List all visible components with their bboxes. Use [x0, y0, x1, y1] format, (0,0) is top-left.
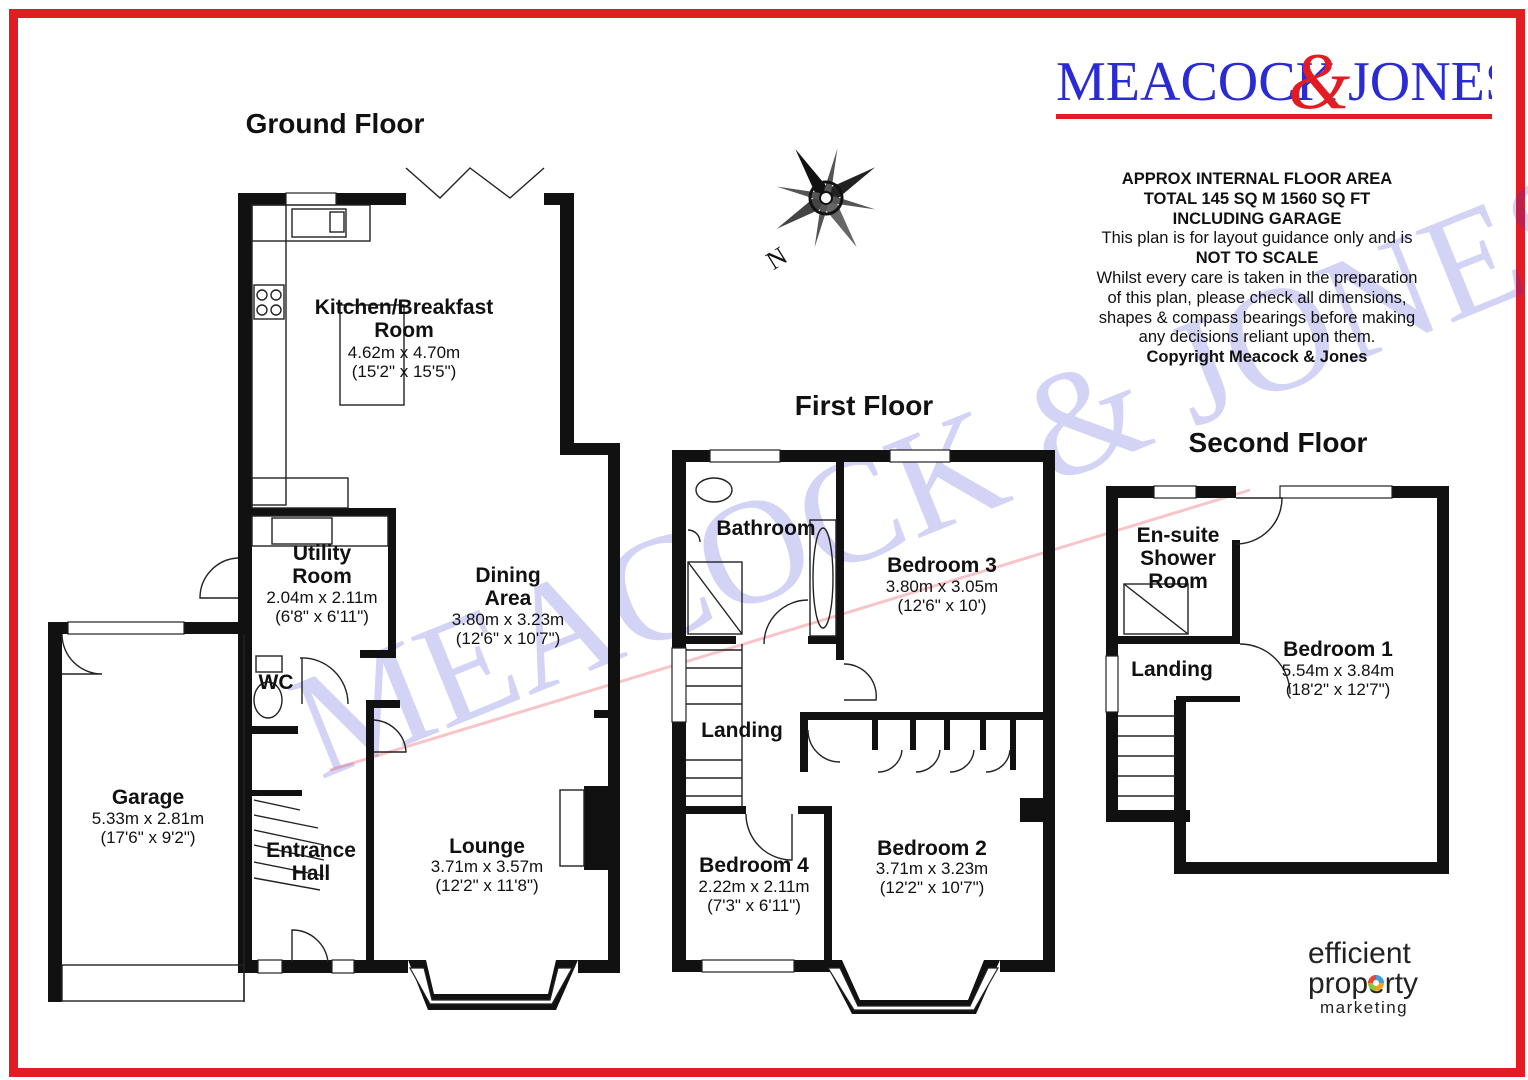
bedroom3-metric: 3.80m x 3.05m — [886, 577, 998, 596]
lounge-imperial: (12'2" x 11'8") — [435, 876, 538, 895]
dining-imperial: (12'6" x 10'7") — [456, 629, 561, 648]
compass-north-label: N — [761, 241, 792, 276]
info-line-1: APPROX INTERNAL FLOOR AREA — [1121, 170, 1393, 188]
efficient-property-marketing-logo: efficient property marketing — [1308, 937, 1418, 1017]
bedroom1-metric: 5.54m x 3.84m — [1282, 661, 1394, 680]
second-floor-walls — [1106, 486, 1449, 874]
dining-name-2: Area — [485, 587, 532, 610]
dining-metric: 3.80m x 3.23m — [452, 610, 564, 629]
epm-line-1: efficient — [1308, 937, 1412, 970]
hall-name-2: Hall — [292, 862, 331, 885]
epm-line-3: marketing — [1320, 998, 1408, 1017]
ensuite-name-2: Shower — [1140, 547, 1216, 570]
utility-name-2: Room — [292, 565, 352, 588]
logo-ampersand: & — [1288, 44, 1350, 124]
garage-metric: 5.33m x 2.81m — [92, 809, 204, 828]
wc-name: WC — [259, 671, 294, 694]
info-line-6: Whilst every care is taken in the prepar… — [1096, 268, 1418, 287]
bedroom2-imperial: (12'2" x 10'7") — [880, 878, 985, 897]
info-line-10: Copyright Meacock & Jones — [1146, 348, 1368, 367]
kitchen-name-2: Room — [374, 319, 434, 342]
dining-name-1: Dining — [475, 564, 540, 587]
ensuite-name-1: En-suite — [1137, 524, 1220, 547]
bathroom-name: Bathroom — [716, 517, 815, 540]
first-landing-name: Landing — [701, 719, 783, 742]
ensuite-name-3: Room — [1148, 570, 1208, 593]
info-line-7: of this plan, please check all dimension… — [1107, 288, 1407, 307]
epm-aperture-icon — [1368, 975, 1384, 991]
info-line-3: INCLUDING GARAGE — [1172, 209, 1342, 228]
compass-rose-icon — [776, 148, 876, 248]
ground-floor-title: Ground Floor — [246, 108, 425, 139]
info-line-5: NOT TO SCALE — [1195, 249, 1319, 268]
meacock-jones-logo: MEACOCK & JONES — [1056, 44, 1492, 124]
bedroom3-name: Bedroom 3 — [887, 554, 997, 577]
garage-name: Garage — [112, 786, 184, 809]
kitchen-imperial: (15'2" x 15'5") — [352, 362, 457, 381]
ground-floor-fittings — [61, 167, 585, 1010]
bedroom4-metric: 2.22m x 2.11m — [698, 877, 809, 896]
ground-floor-labels: Kitchen/Breakfast Room 4.62m x 4.70m (15… — [92, 296, 564, 895]
logo-underline — [1056, 114, 1492, 119]
info-line-4: This plan is for layout guidance only an… — [1101, 229, 1413, 248]
lounge-metric: 3.71m x 3.57m — [431, 857, 543, 876]
kitchen-name-1: Kitchen/Breakfast — [315, 296, 494, 319]
bedroom2-name: Bedroom 2 — [877, 837, 987, 860]
info-line-2: TOTAL 145 SQ M 1560 SQ FT — [1143, 189, 1371, 208]
first-floor-title: First Floor — [795, 390, 934, 421]
utility-imperial: (6'8" x 6'11") — [275, 607, 369, 626]
hall-name-1: Entrance — [266, 839, 356, 862]
first-floor-fittings — [671, 449, 1016, 1014]
utility-metric: 2.04m x 2.11m — [266, 588, 377, 607]
floor-area-notice: APPROX INTERNAL FLOOR AREA TOTAL 145 SQ … — [1066, 170, 1448, 368]
red-border-frame — [9, 9, 1525, 1077]
second-floor-fittings — [1105, 485, 1393, 797]
epm-line-2: property — [1308, 967, 1418, 1000]
second-floor-title: Second Floor — [1189, 427, 1368, 458]
first-floor-labels: Bathroom Bedroom 3 3.80m x 3.05m (12'6" … — [698, 517, 998, 915]
second-landing-name: Landing — [1131, 658, 1213, 681]
utility-name-1: Utility — [293, 542, 352, 565]
garage-imperial: (17'6" x 9'2") — [100, 828, 195, 847]
bedroom2-metric: 3.71m x 3.23m — [876, 859, 988, 878]
second-floor-labels: En-suite Shower Room Landing Bedroom 1 5… — [1131, 524, 1394, 699]
watermark-line — [329, 488, 1251, 772]
info-line-9: any decisions reliant upon them. — [1138, 328, 1376, 347]
bedroom4-name: Bedroom 4 — [699, 854, 809, 877]
logo-right-text: JONES — [1348, 51, 1492, 113]
bedroom4-imperial: (7'3" x 6'11") — [707, 896, 801, 915]
first-floor-walls — [672, 450, 1055, 972]
logo-left-text: MEACOCK — [1056, 51, 1336, 113]
ground-floor-walls — [48, 193, 620, 1002]
bedroom1-name: Bedroom 1 — [1283, 638, 1393, 661]
lounge-name: Lounge — [449, 835, 525, 858]
bedroom1-imperial: (18'2" x 12'7") — [1286, 680, 1391, 699]
bedroom3-imperial: (12'6" x 10') — [897, 596, 986, 615]
info-line-8: shapes & compass bearings before making — [1098, 308, 1416, 327]
kitchen-metric: 4.62m x 4.70m — [348, 343, 460, 362]
